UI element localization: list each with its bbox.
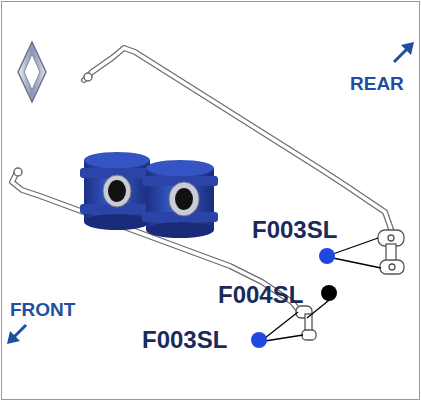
link-bottom: [380, 260, 404, 274]
part-number: F004SL: [218, 283, 303, 307]
arrow-head: [7, 331, 20, 344]
leader-line: [265, 335, 303, 341]
bushing-hole: [108, 180, 126, 202]
part-number: F003SL: [252, 218, 337, 242]
front-arrow: [7, 325, 26, 344]
front-drop-link: [296, 306, 316, 340]
arrow-shaft: [394, 48, 408, 62]
bushing-sleeve: [169, 182, 199, 216]
link-eye: [388, 235, 394, 241]
marker-dot: [251, 332, 267, 348]
bushing-bottom: [84, 214, 150, 230]
part-number: F003SL: [142, 328, 227, 352]
logo-outer: [18, 42, 46, 102]
link-eye: [389, 264, 395, 270]
bar-eye: [84, 73, 92, 81]
direction-label: REAR: [350, 74, 404, 93]
link-bottom: [302, 330, 316, 340]
bushing-top: [146, 160, 214, 176]
leader-line: [333, 258, 381, 268]
direction-label: FRONT: [10, 300, 75, 319]
link-body: [386, 244, 396, 262]
marker-dot: [319, 248, 335, 264]
rear-arrow: [394, 42, 414, 62]
rear-drop-link: [378, 230, 404, 274]
marker-dot: [321, 285, 337, 301]
logo-inner: [24, 54, 40, 90]
bushing-hole: [175, 188, 193, 210]
bushing: [142, 160, 218, 238]
brand-logo: [18, 42, 46, 102]
bushing-top: [84, 152, 150, 168]
leader-line: [265, 312, 298, 338]
bushing-sleeve: [103, 175, 131, 207]
leader-line: [333, 238, 378, 254]
bar-eye: [14, 168, 22, 176]
bushing-bottom: [146, 222, 214, 238]
arrow-head: [401, 42, 414, 55]
